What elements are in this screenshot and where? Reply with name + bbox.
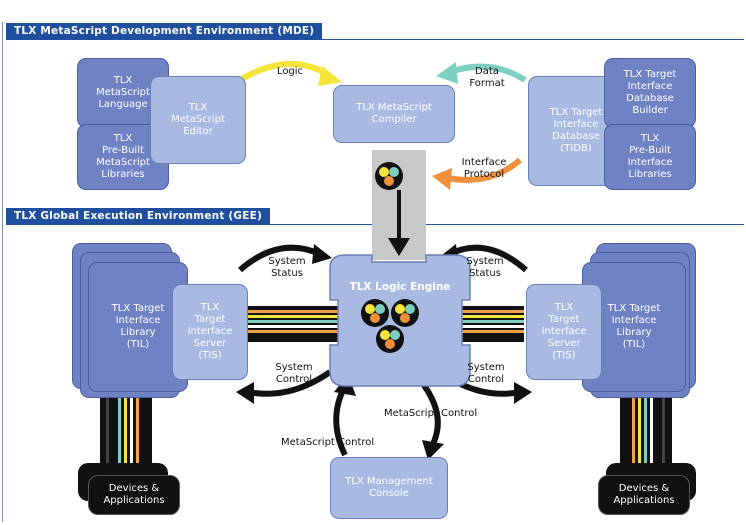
right-tis-box: TLX Target Interface Server (TIS) (526, 284, 602, 380)
management-console-box: TLX Management Console (330, 457, 448, 519)
left-devices-box: Devices & Applications (88, 475, 180, 515)
mde-rule (6, 39, 744, 40)
engine-token-3 (376, 325, 404, 353)
interface-protocol-label: Interface Protocol (461, 157, 507, 180)
metascript-control-up-arrow (333, 386, 348, 457)
engine-token-2 (391, 299, 419, 327)
mde-section-title: TLX MetaScript Development Environment (… (6, 23, 323, 39)
system-control-left-label: System Control (275, 362, 313, 385)
engine-token-1 (361, 299, 389, 327)
metascript-editor-box: TLX MetaScript Editor (150, 76, 246, 164)
metascript-control-lower-label: MetaScript Control (281, 437, 375, 448)
interface-protocol-arrowhead (432, 168, 452, 190)
compile-down-arrowhead (388, 238, 410, 256)
logic-engine-label: TLX Logic Engine (349, 281, 451, 293)
system-control-right-arrowhead (514, 382, 532, 404)
system-control-left-arrowhead (236, 382, 254, 404)
metascript-control-down-arrowhead (422, 440, 444, 460)
tidb-builder-box: TLX Target Interface Database Builder (604, 58, 696, 128)
diagram-frame (2, 22, 745, 522)
left-tis-box: TLX Target Interface Server (TIS) (172, 284, 248, 380)
interface-protocol-arrow (447, 157, 522, 183)
left-til-box: TLX Target Interface Library (TIL) (88, 262, 188, 392)
system-status-right-label: System Status (466, 256, 504, 279)
right-devices-box: Devices & Applications (598, 475, 690, 515)
system-status-left-arrowhead (312, 244, 332, 264)
logic-label: Logic (276, 66, 304, 77)
left-cable-bundle (242, 306, 342, 342)
data-format-arrow (449, 63, 527, 83)
gee-section-title: TLX Global Execution Environment (GEE) (6, 208, 270, 224)
logic-arrowhead (318, 66, 342, 86)
system-control-left-arrow (247, 369, 332, 397)
data-format-label: Data Format (469, 66, 505, 89)
system-status-left-label: System Status (268, 256, 306, 279)
system-control-right-label: System Control (467, 362, 505, 385)
data-format-arrowhead (436, 62, 458, 84)
metascript-control-upper-label: MetaScript Control (384, 408, 478, 419)
metascript-compiler-box: TLX MetaScript Compiler (333, 85, 455, 143)
compiler-token (375, 162, 403, 190)
prebuilt-interface-libraries-box: TLX Pre-Built Interface Libraries (604, 124, 696, 190)
